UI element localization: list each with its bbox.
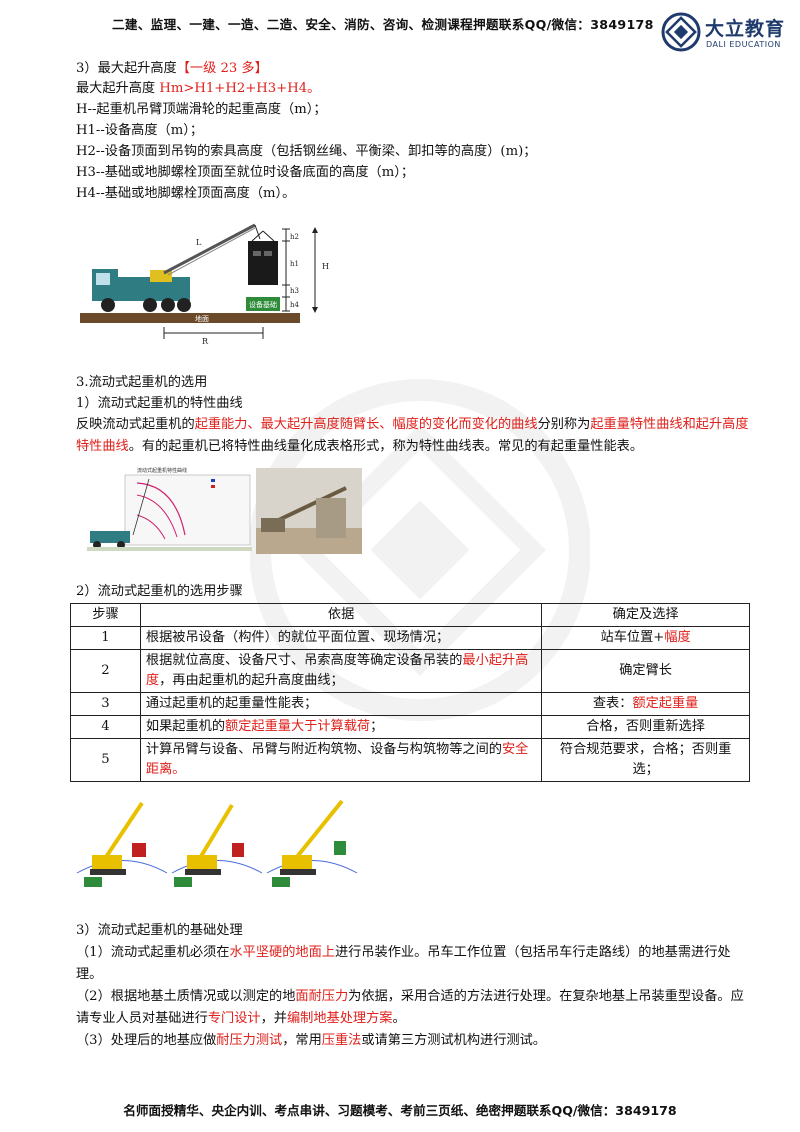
label-h2: h2 bbox=[290, 233, 299, 241]
choice-cell: 站车位置+幅度 bbox=[541, 626, 750, 650]
def-h: H--起重机吊臂顶端滑轮的起重高度（m）； bbox=[76, 102, 327, 117]
section-foundation-title: 3）流动式起重机的基础处理 bbox=[76, 923, 243, 938]
equipment-block bbox=[248, 241, 278, 285]
basis-cell: 如果起重机的额定起重量大于计算载荷； bbox=[139, 715, 543, 739]
characteristic-curves-paragraph: 反映流动式起重机的起重能力、最大起升高度随臂长、幅度的变化而变化的曲线分别称为起… bbox=[76, 417, 749, 454]
label-H: H bbox=[322, 262, 329, 271]
label-R: R bbox=[202, 337, 209, 346]
crane-diagram-1 bbox=[76, 801, 168, 887]
label-h3: h3 bbox=[290, 287, 299, 295]
formula-label: 最大起升高度 bbox=[76, 81, 160, 96]
step-number-cell: 1 bbox=[70, 626, 141, 650]
basis-cell: 根据就位高度、设备尺寸、吊索高度等确定设备吊装的最小起升高度，再由起重机的起升高… bbox=[139, 649, 543, 693]
header-basis: 依据 bbox=[139, 603, 543, 627]
subsection-characteristic-curves: 1）流动式起重机的特性曲线 bbox=[76, 396, 243, 411]
crane-diagram-3 bbox=[266, 799, 358, 887]
header-step: 步骤 bbox=[70, 603, 141, 627]
subsection-selection-steps: 2）流动式起重机的选用步骤 bbox=[76, 584, 243, 599]
basis-cell: 通过起重机的起重量性能表； bbox=[139, 692, 543, 716]
logo-emblem-icon bbox=[661, 12, 701, 52]
foundation-paragraph-2: （2）根据地基土质情况或以测定的地面耐压力为依据，采用合适的方法进行处理。在复杂… bbox=[76, 989, 744, 1026]
title-badge: 【一级 23 多】 bbox=[176, 61, 268, 76]
label-ground: 地面 bbox=[195, 314, 209, 323]
crane-height-diagram: L 设备基础 h2 h1 h3 h4 H 地面 R bbox=[80, 223, 329, 346]
crawler-crane-diagrams bbox=[76, 799, 358, 887]
equipment-base bbox=[246, 297, 280, 311]
step-number-cell: 5 bbox=[70, 738, 141, 782]
table-header-row: 步骤 依据 确定及选择 bbox=[70, 603, 750, 627]
choice-cell: 查表：额定起重量 bbox=[541, 692, 750, 716]
foundation-paragraph-1: （1）流动式起重机必须在水平坚硬的地面上进行吊装作业。吊车工作位置（包括吊车行走… bbox=[76, 945, 731, 982]
choice-cell: 符合规范要求，合格；否则重选； bbox=[541, 738, 750, 782]
site-crane-photo bbox=[256, 468, 362, 554]
label-L: L bbox=[196, 238, 202, 247]
crane-diagram-2 bbox=[171, 803, 263, 887]
label-base: 设备基础 bbox=[249, 300, 277, 309]
formula: Hm>H1+H2+H3+H4。 bbox=[159, 81, 321, 96]
header-choice: 确定及选择 bbox=[541, 603, 750, 627]
footer-contact-text: 名师面授精华、央企内训、考点串讲、习题模考、考前三页纸、绝密押题联系QQ/微信：… bbox=[123, 1103, 677, 1118]
foundation-paragraph-3: （3）处理后的地基应做耐压力测试，常用压重法或请第三方测试机构进行测试。 bbox=[76, 1033, 546, 1048]
def-h3: H3--基础或地脚螺栓顶面至就位时设备底面的高度（m）； bbox=[76, 165, 415, 180]
step-number-cell: 3 bbox=[70, 692, 141, 716]
def-h4: H4--基础或地脚螺栓顶面高度（m）。 bbox=[76, 186, 296, 201]
ground-strip bbox=[80, 313, 300, 323]
label-h4: h4 bbox=[290, 301, 300, 309]
crane-boom bbox=[163, 223, 256, 275]
choice-cell: 确定臂长 bbox=[541, 649, 750, 693]
basis-cell: 根据被吊设备（构件）的就位平面位置、现场情况； bbox=[139, 626, 543, 650]
def-h1: H1--设备高度（m）； bbox=[76, 123, 204, 138]
step-number-cell: 2 bbox=[70, 649, 141, 693]
brand-logo: 大立教育 DALI EDUCATION bbox=[661, 12, 791, 58]
characteristic-curve-figure: 流动式起重机特性曲线 bbox=[87, 467, 252, 551]
def-h2: H2--设备顶面到吊钩的索具高度（包括钢丝绳、平衡梁、卸扣等的高度）(m)； bbox=[76, 144, 537, 159]
formula-line: 最大起升高度 Hm>H1+H2+H3+H4。 bbox=[76, 79, 320, 99]
title-text: 3）最大起升高度 bbox=[76, 61, 177, 76]
chart-caption: 流动式起重机特性曲线 bbox=[137, 467, 187, 474]
logo-chinese-name: 大立教育 bbox=[705, 18, 786, 40]
label-h1: h1 bbox=[290, 260, 299, 268]
choice-cell: 合格，否则重新选择 bbox=[541, 715, 750, 739]
basis-cell: 计算吊臂与设备、吊臂与附近构筑物、设备与构筑物等之间的安全距离。 bbox=[139, 738, 543, 782]
section-mobile-crane-title: 3.流动式起重机的选用 bbox=[76, 375, 208, 390]
logo-english-name: DALI EDUCATION bbox=[706, 40, 781, 49]
step-number-cell: 4 bbox=[70, 715, 141, 739]
section-max-height-title: 3）最大起升高度【一级 23 多】 bbox=[76, 59, 268, 79]
header-contact-text: 二建、监理、一建、一造、二造、安全、消防、咨询、检测课程押题联系QQ/微信：38… bbox=[112, 17, 654, 32]
